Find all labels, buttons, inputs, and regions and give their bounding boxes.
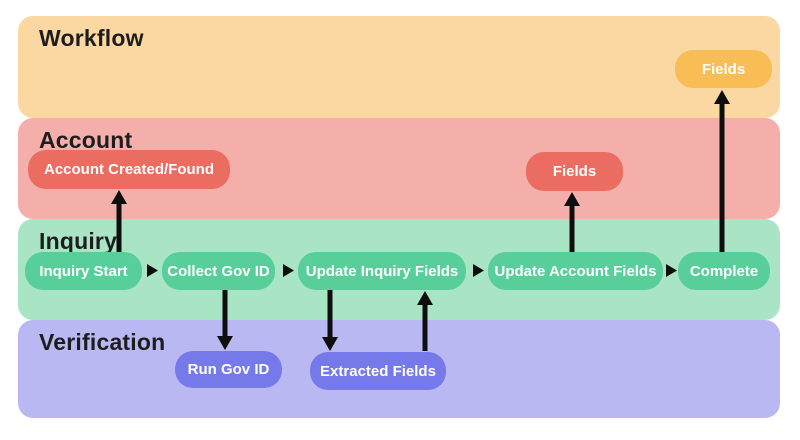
node-extracted-fields-label: Extracted Fields bbox=[320, 362, 436, 380]
node-run-gov-id-label: Run Gov ID bbox=[187, 361, 270, 378]
node-inquiry-start-label: Inquiry Start bbox=[39, 262, 128, 280]
node-fields-workflow-label: Fields bbox=[701, 60, 746, 78]
lane-workflow-label: Workflow bbox=[39, 25, 144, 51]
node-complete-label: Complete bbox=[689, 262, 759, 280]
node-complete: Complete bbox=[678, 252, 770, 290]
node-extracted-fields: Extracted Fields bbox=[310, 352, 446, 390]
node-update-account-fields: Update Account Fields bbox=[488, 252, 663, 290]
node-update-account-fields-label: Update Account Fields bbox=[494, 262, 657, 280]
node-account-created-found-label: Account Created/Found bbox=[43, 161, 214, 178]
lane-workflow: Workflow bbox=[18, 16, 780, 118]
lane-account-label: Account bbox=[39, 127, 133, 153]
node-update-inquiry-fields: Update Inquiry Fields bbox=[298, 252, 466, 290]
node-update-inquiry-fields-label: Update Inquiry Fields bbox=[305, 262, 459, 280]
node-fields-account: Fields bbox=[526, 152, 623, 191]
lane-verification-label: Verification bbox=[39, 329, 166, 355]
node-run-gov-id: Run Gov ID bbox=[175, 351, 282, 388]
node-collect-gov-id-label: Collect Gov ID bbox=[167, 262, 270, 280]
node-inquiry-start: Inquiry Start bbox=[25, 252, 142, 290]
node-account-created-found: Account Created/Found bbox=[28, 150, 230, 189]
lane-inquiry-label: Inquiry bbox=[39, 228, 118, 254]
node-collect-gov-id: Collect Gov ID bbox=[162, 252, 275, 290]
node-fields-workflow: Fields bbox=[675, 50, 772, 88]
node-fields-account-label: Fields bbox=[552, 163, 597, 180]
